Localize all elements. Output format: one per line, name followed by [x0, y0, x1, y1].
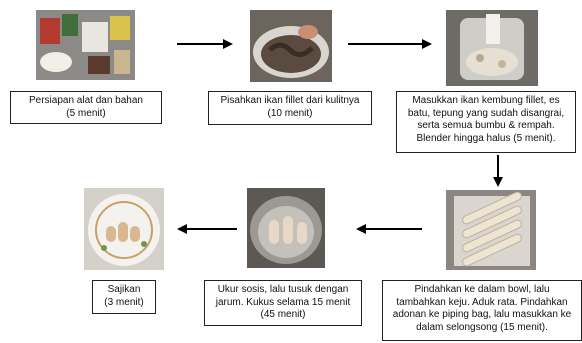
arrow-left-1: [356, 223, 422, 235]
step-4-caption: Pindahkan ke dalam bowl, lalu tambahkan …: [382, 280, 582, 341]
step-5-caption: Ukur sosis, lalu tusuk dengan jarum. Kuk…: [204, 280, 362, 326]
steamer-photo: [247, 188, 325, 268]
served-sausage-plate-photo: [84, 188, 164, 270]
arrow-right-2: [348, 38, 432, 50]
arrow-right-1: [177, 38, 233, 50]
arrow-left-2: [177, 223, 237, 235]
step-2-caption: Pisahkan ikan fillet dari kulitnya (10 m…: [208, 91, 372, 125]
arrow-down: [492, 155, 504, 187]
step-3-caption: Masukkan ikan kembung fillet, es batu, t…: [396, 91, 576, 153]
step-1-caption: Persiapan alat dan bahan (5 menit): [10, 91, 162, 124]
sausage-casings-tray-photo: [446, 190, 536, 270]
food-processor-photo: [446, 10, 538, 86]
ingredients-photo: [36, 10, 135, 80]
fish-filleting-photo: [250, 10, 332, 82]
step-6-caption: Sajikan (3 menit): [92, 280, 156, 314]
